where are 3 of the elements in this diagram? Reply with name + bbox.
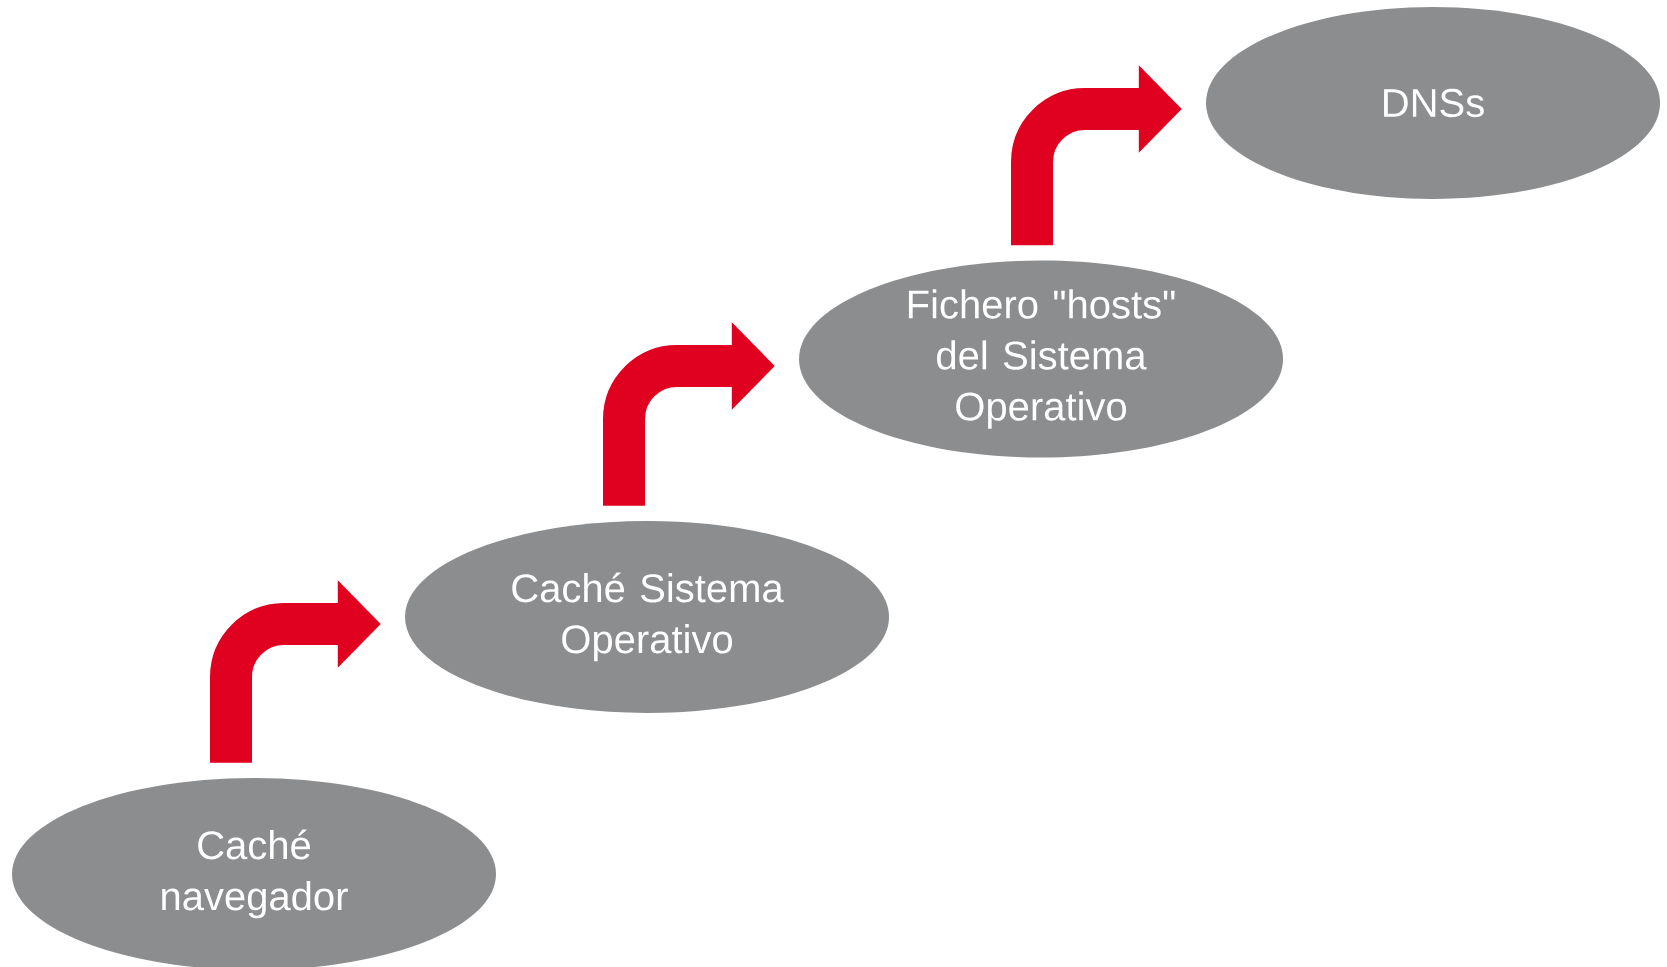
ellipse-node: Fichero "hosts" del Sistema Operativo [799,260,1283,458]
ellipse-node: DNSs [1206,7,1660,199]
ellipse-node: Caché Sistema Operativo [405,521,889,713]
